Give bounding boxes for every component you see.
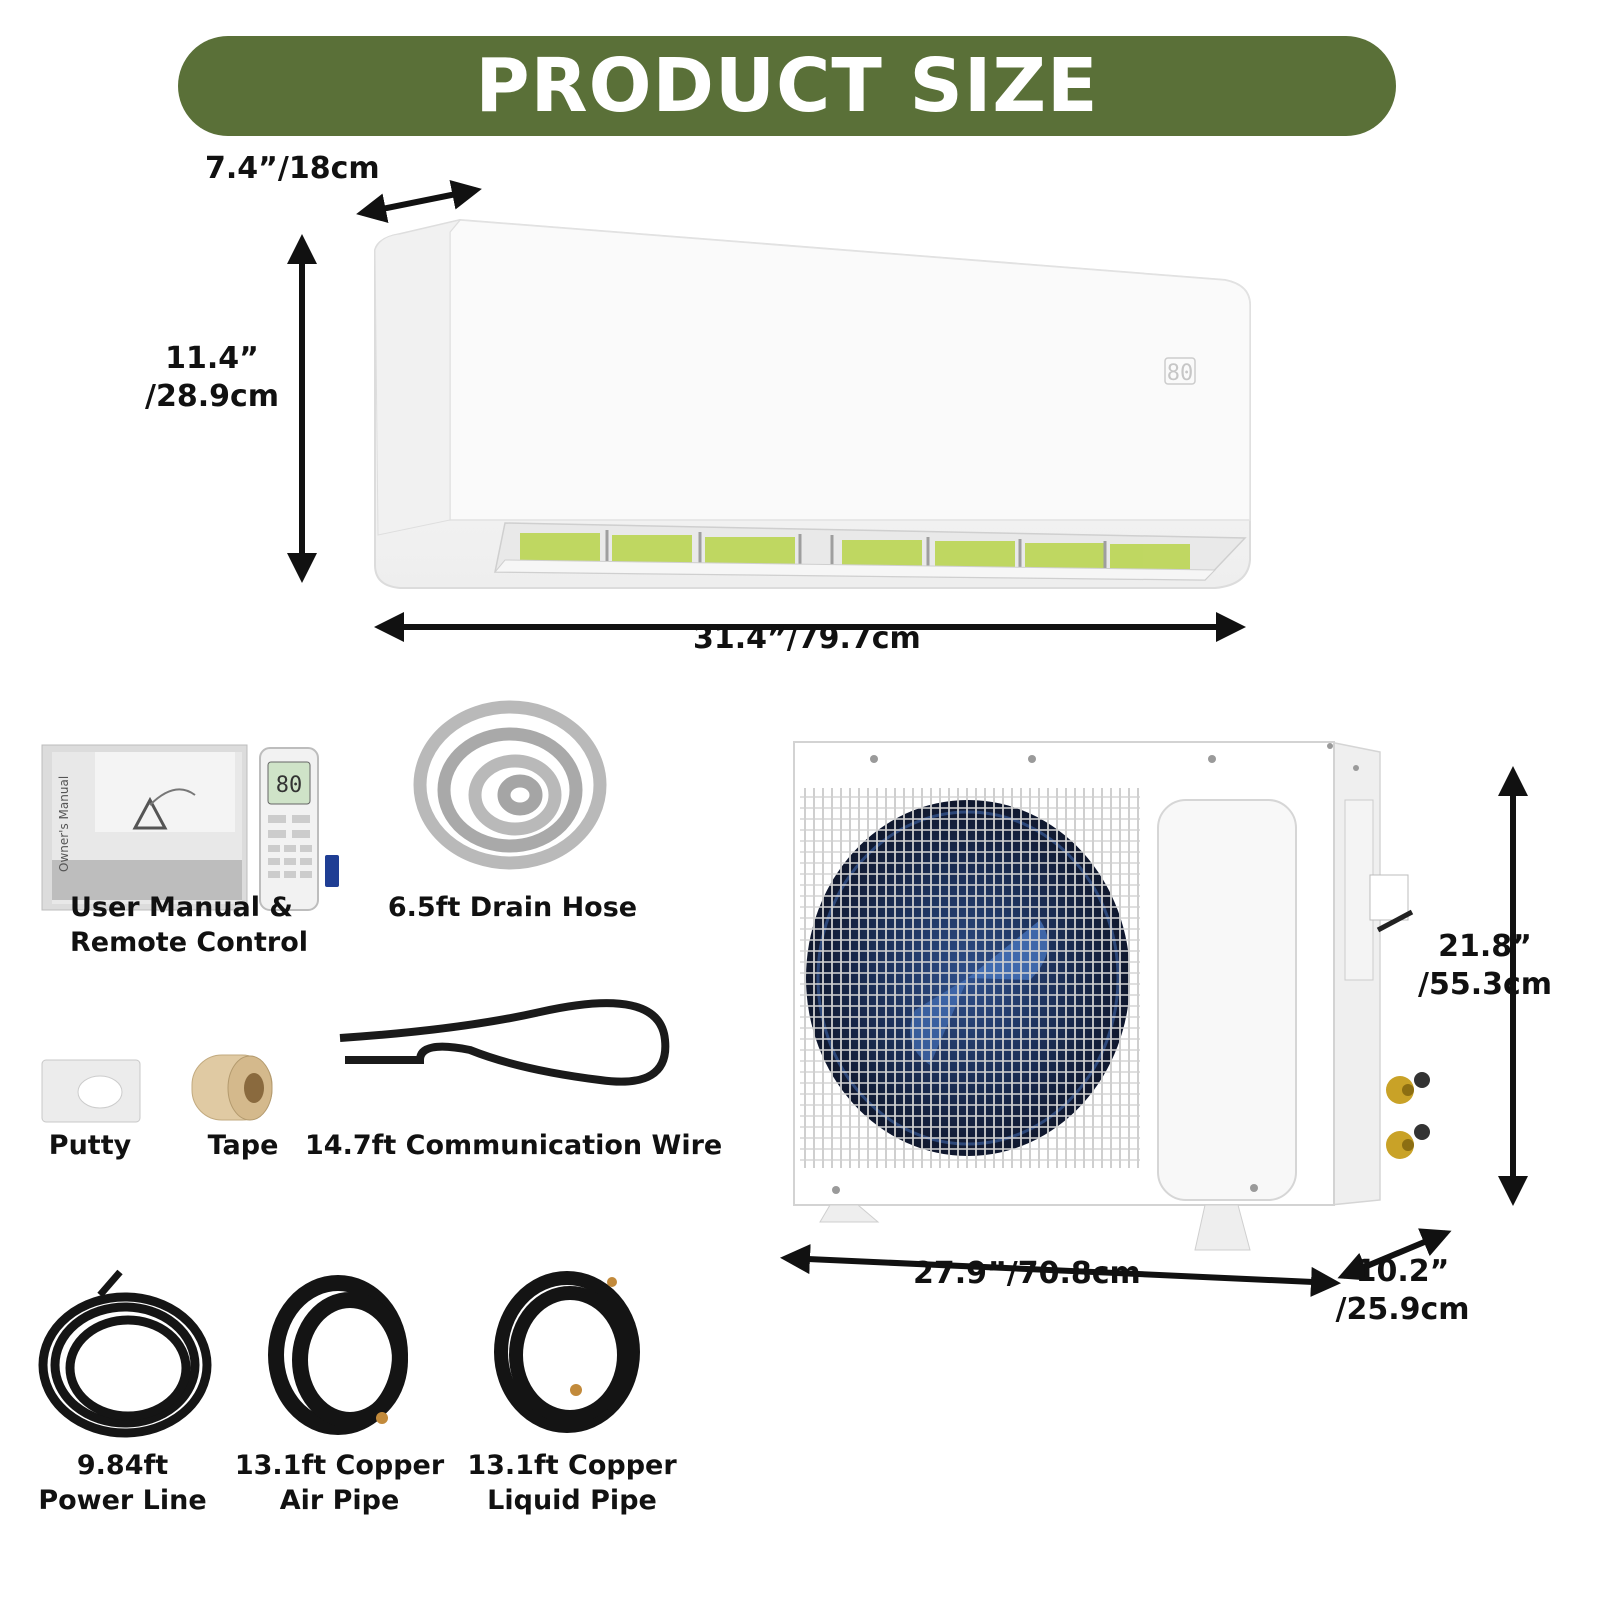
communication-wire-icon: [339, 999, 670, 1086]
outdoor-depth-label: 10.2” /25.9cm: [1325, 1253, 1480, 1328]
liquid-pipe-icon: [494, 1271, 640, 1433]
indoor-height-label: 11.4” /28.9cm: [142, 340, 282, 415]
outdoor-height-label-cm: /55.3cm: [1417, 966, 1553, 1002]
drain-hose-icon: [413, 700, 607, 870]
outdoor-depth-label-inch: 10.2”: [1355, 1254, 1450, 1289]
air-pipe-caption: 13.1ft Copper Air Pipe: [232, 1448, 447, 1518]
air-pipe-icon: [268, 1275, 408, 1435]
manual-remote-caption-line2: Remote Control: [70, 927, 309, 959]
power-line-caption: 9.84ft Power Line: [30, 1448, 215, 1518]
indoor-height-label-inch: 11.4”: [165, 341, 259, 376]
outdoor-width-arrow: [780, 1244, 1341, 1297]
putty-icon: [41, 1059, 141, 1123]
indoor-depth-arrow: [356, 180, 482, 223]
liquid-pipe-caption: 13.1ft Copper Liquid Pipe: [462, 1448, 682, 1518]
indoor-unit: [374, 218, 1251, 589]
air-pipe-caption-line2: Air Pipe: [279, 1485, 400, 1517]
liquid-pipe-caption-line1: 13.1ft Copper: [467, 1450, 677, 1481]
title-banner: PRODUCT SIZE: [178, 36, 1396, 136]
manual-icon: [41, 744, 248, 911]
outdoor-height-label-inch: 21.8”: [1438, 929, 1532, 964]
indoor-display-readout: 80: [1167, 361, 1194, 386]
indoor-width-label: 31.4”/79.7cm: [693, 621, 921, 656]
communication-wire-caption: 14.7ft Communication Wire: [305, 1130, 723, 1161]
outdoor-unit: [793, 741, 1430, 1251]
tape-icon: [191, 1054, 273, 1121]
drain-hose-caption: 6.5ft Drain Hose: [387, 892, 638, 923]
page-title: PRODUCT SIZE: [475, 43, 1099, 129]
liquid-pipe-caption-line2: Liquid Pipe: [487, 1485, 657, 1517]
tape-caption: Tape: [207, 1130, 279, 1161]
outdoor-depth-arrow: [1337, 1228, 1452, 1281]
power-line-caption-line1: 9.84ft: [76, 1450, 169, 1481]
remote-display-readout: 80: [276, 773, 303, 798]
air-pipe-caption-line1: 13.1ft Copper: [234, 1450, 445, 1481]
outdoor-width-label: 27.9”/70.8cm: [913, 1256, 1141, 1291]
indoor-height-label-cm: /28.9cm: [144, 378, 280, 414]
outdoor-height-label: 21.8” /55.3cm: [1410, 928, 1560, 1003]
battery-icon: [325, 855, 339, 887]
putty-caption: Putty: [48, 1130, 132, 1161]
manual-remote-caption: User Manual & Remote Control: [40, 890, 330, 960]
outdoor-depth-label-cm: /25.9cm: [1335, 1291, 1470, 1327]
manual-remote-caption-line1: User Manual &: [70, 892, 293, 923]
power-line-icon: [38, 1269, 212, 1438]
power-line-caption-line2: Power Line: [38, 1485, 207, 1517]
indoor-depth-label: 7.4”/18cm: [205, 151, 380, 186]
indoor-display-frame: [1164, 357, 1196, 385]
manual-cover-title: Owner's Manual: [57, 776, 71, 872]
remote-control-icon: [259, 747, 319, 911]
